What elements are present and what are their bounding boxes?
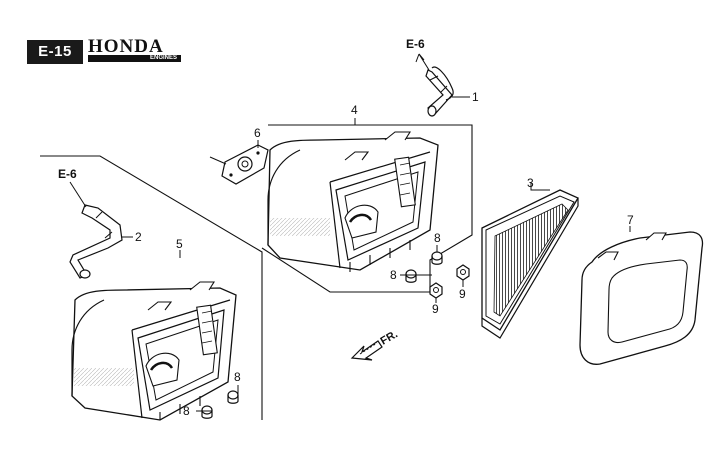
callout-8-a: 8 (434, 231, 441, 245)
callout-8-d: 8 (183, 404, 190, 418)
callout-2: 2 (135, 230, 142, 244)
brand-name: HONDA (88, 36, 164, 57)
front-direction-arrow (350, 340, 383, 361)
part-8-collar-lower-left (201, 405, 213, 419)
part-3-filter-element (481, 189, 579, 339)
upper-assembly-frame (261, 124, 473, 293)
part-9-nut-right (456, 264, 470, 281)
callout-8-b: 8 (390, 268, 397, 282)
brand-bar (88, 55, 181, 62)
part-2-tube-lower (69, 181, 123, 279)
leader-lines (122, 96, 631, 412)
part-4-air-cleaner-case-upper (267, 131, 439, 272)
ref-label-lower: E-6 (58, 167, 77, 181)
page-code-badge: E-15 (27, 40, 83, 64)
callout-7: 7 (627, 213, 634, 227)
part-9-nut-left (429, 282, 443, 299)
callout-6: 6 (254, 126, 261, 140)
ref-label-upper: E-6 (406, 37, 425, 51)
part-7-cover (579, 231, 704, 365)
callout-9-a: 9 (459, 287, 466, 301)
callout-1: 1 (472, 90, 479, 104)
part-1-tube-upper (415, 53, 454, 117)
part-6-gasket (209, 144, 269, 185)
callout-4: 4 (351, 103, 358, 117)
callout-9-b: 9 (432, 302, 439, 316)
callout-5: 5 (176, 237, 183, 251)
part-8-collar-lower-right (227, 390, 239, 404)
callout-8-c: 8 (234, 370, 241, 384)
front-direction-label: FR. (379, 328, 400, 347)
part-5-air-cleaner-case-lower (71, 281, 237, 421)
brand-subtitle: ENGINES (149, 55, 177, 61)
lower-assembly-frame (40, 155, 263, 420)
part-8-collar-upper-left (405, 269, 417, 283)
honda-logo: HONDA ENGINES (88, 36, 183, 66)
part-8-collar-upper-right (431, 251, 443, 265)
callout-3: 3 (527, 176, 534, 190)
